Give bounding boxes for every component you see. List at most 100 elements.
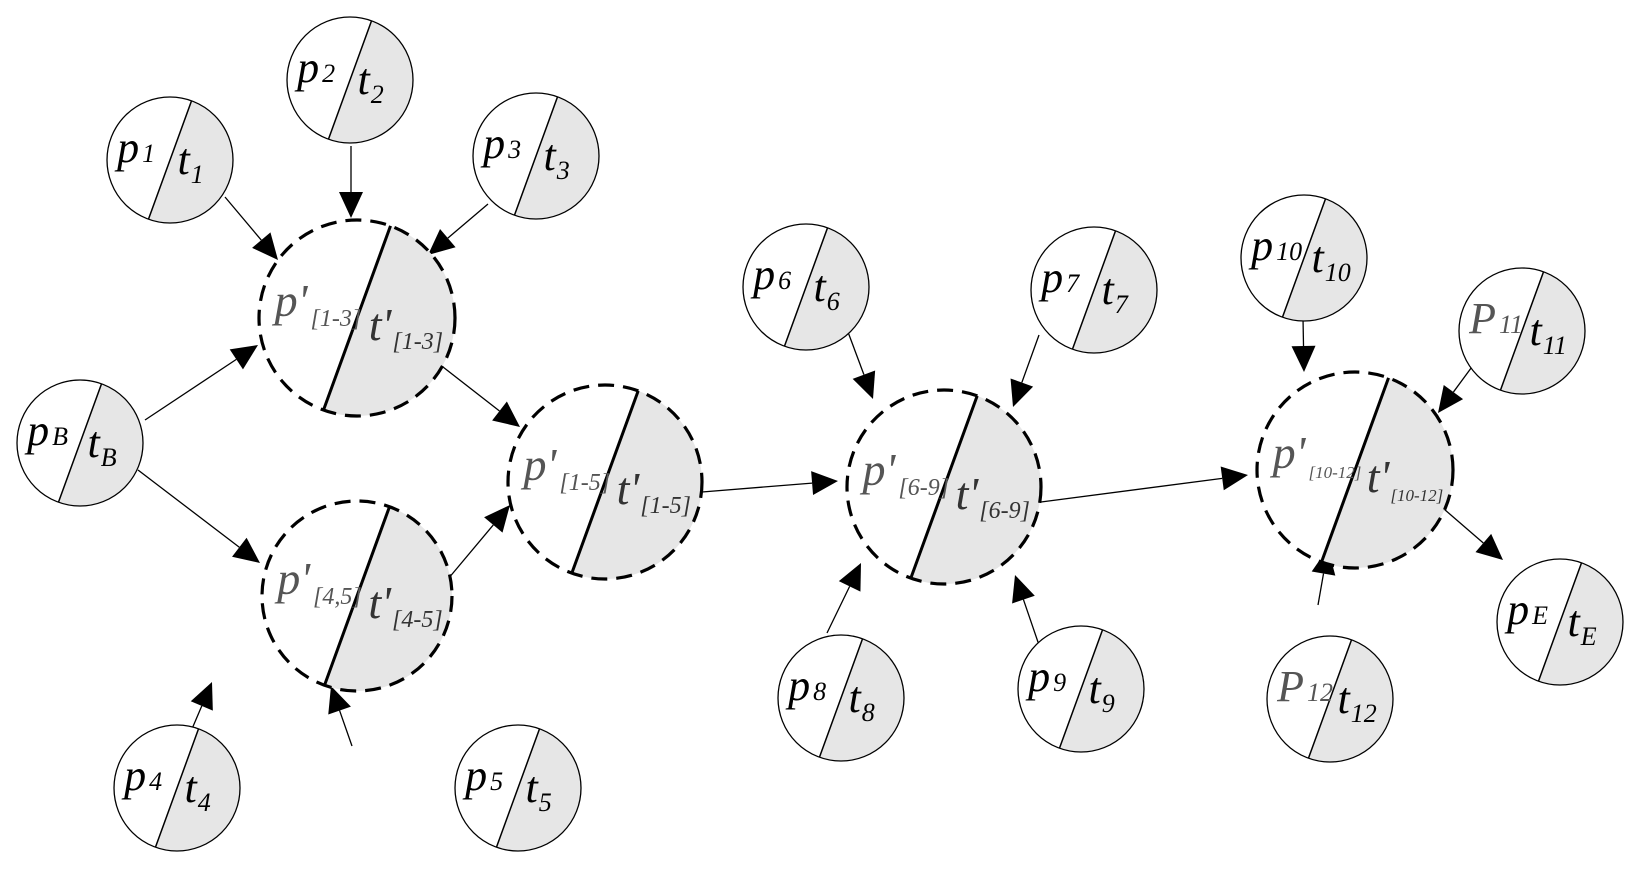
task-label: t11 xyxy=(1530,306,1567,360)
task-label: t8 xyxy=(849,673,875,727)
arrowhead-icon xyxy=(1475,533,1503,560)
task-label: tB xyxy=(88,418,117,472)
task-half xyxy=(148,100,234,223)
edge-p6-to-m6_9 xyxy=(847,331,865,375)
node-m4_5: p'[4,5]t'[4-5] xyxy=(260,499,454,693)
task-label: t'[1-3] xyxy=(369,299,443,355)
edge-m4_5-to-m1_5 xyxy=(447,524,494,580)
node-divider xyxy=(57,383,103,503)
edge-p3-to-m1_3 xyxy=(447,203,489,239)
task-label: tE xyxy=(1568,597,1597,651)
arrowhead-icon xyxy=(484,505,510,533)
task-label: t'[4-5] xyxy=(368,577,442,633)
node-m1_5: p'[1-5]t'[1-5] xyxy=(506,383,704,581)
node-divider xyxy=(783,227,829,347)
task-label: t4 xyxy=(185,763,211,817)
place-label: p'[4,5] xyxy=(274,553,362,610)
node-divider xyxy=(1281,198,1327,318)
node-m6_9: p'[6-9]t'[6-9] xyxy=(845,388,1043,586)
node-outline xyxy=(1240,194,1368,322)
arrowhead-icon xyxy=(229,345,258,370)
node-m1_3: p'[1-3]t'[1-3] xyxy=(257,218,457,418)
node-outline xyxy=(472,92,600,220)
node-divider xyxy=(323,506,391,686)
task-label: t'[10-12] xyxy=(1367,451,1444,505)
merged-node-outline xyxy=(260,499,454,693)
task-label: t1 xyxy=(178,135,204,189)
edge-p9-to-m6_9 xyxy=(1022,599,1040,646)
node-divider xyxy=(570,390,640,574)
node-outline xyxy=(1030,226,1158,354)
task-label: t9 xyxy=(1089,664,1115,718)
node-outline xyxy=(1496,558,1624,686)
task-label: t'[1-5] xyxy=(617,463,691,519)
arrowhead-icon xyxy=(1010,378,1034,407)
node-outline xyxy=(454,724,582,852)
task-half xyxy=(910,395,1041,584)
arrowhead-icon xyxy=(328,686,351,715)
task-label: t12 xyxy=(1338,674,1377,728)
arrowhead-icon xyxy=(492,401,520,427)
task-half xyxy=(1500,271,1585,394)
edge-p1-to-m1_3 xyxy=(224,196,262,241)
task-half xyxy=(514,96,599,219)
node-outline xyxy=(1458,267,1586,395)
edge-p7-to-m6_9 xyxy=(1021,334,1040,383)
node-divider xyxy=(1307,639,1353,759)
node-outline xyxy=(286,16,414,144)
task-label: t5 xyxy=(526,763,552,817)
node-divider xyxy=(1537,562,1583,682)
merged-node-outline xyxy=(506,383,704,581)
place-label: p'[1-3] xyxy=(272,275,362,332)
edge-pB-to-m4_5 xyxy=(137,469,240,548)
edge-m6_9-to-m10_12 xyxy=(1040,477,1223,503)
edge-pB-to-m1_3 xyxy=(144,358,237,421)
node-outline xyxy=(106,96,234,224)
arrowhead-icon xyxy=(232,537,260,563)
task-half xyxy=(1538,562,1623,685)
task-half xyxy=(324,506,453,691)
node-divider xyxy=(147,100,193,220)
edge-p10-to-m10_12 xyxy=(1302,317,1305,347)
edge-m1_3-to-m1_5 xyxy=(442,366,500,412)
task-half xyxy=(155,728,240,851)
node-outline xyxy=(113,724,241,852)
edge-p8-to-m6_9 xyxy=(826,586,851,634)
arrowhead-icon xyxy=(339,192,363,218)
task-half xyxy=(1282,198,1367,321)
node-divider xyxy=(495,728,541,848)
node-divider xyxy=(1499,271,1545,391)
task-label: t10 xyxy=(1312,233,1351,287)
task-half xyxy=(323,225,455,416)
arrowhead-icon xyxy=(252,232,278,260)
task-label: t'[6-9] xyxy=(956,468,1030,524)
merged-node-outline xyxy=(257,218,457,418)
task-label: t3 xyxy=(544,131,570,185)
task-label: t7 xyxy=(1102,265,1129,319)
node-divider xyxy=(818,638,864,758)
merged-node-outline xyxy=(845,388,1043,586)
place-label: p'[6-9] xyxy=(860,444,950,501)
merged-node-outline xyxy=(1255,370,1455,570)
node-outline xyxy=(1266,635,1394,763)
place-label: p'[1-5] xyxy=(521,439,611,496)
